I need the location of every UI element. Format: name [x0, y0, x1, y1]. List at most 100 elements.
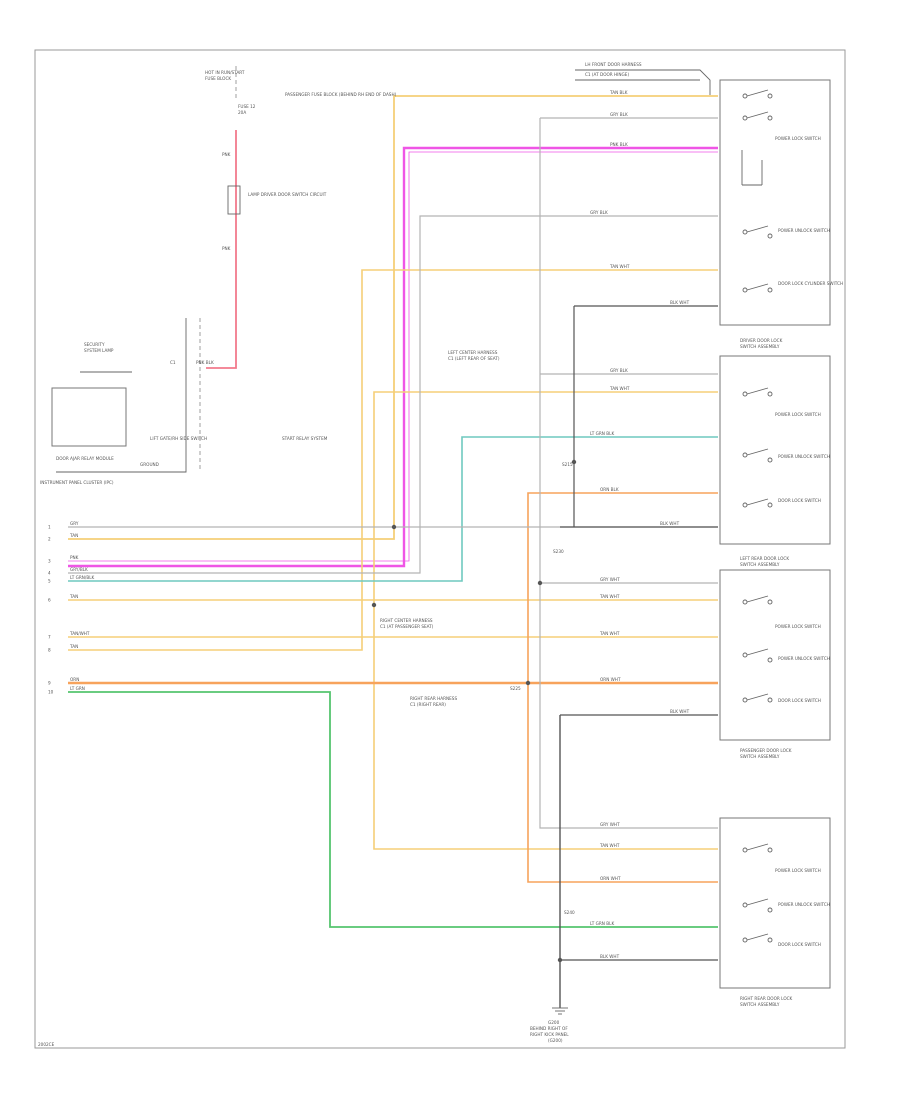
splice-label-2: S225: [510, 686, 521, 691]
wire-gry-bus: [539, 118, 718, 829]
connector-pin-color: TAN: [69, 594, 78, 599]
connector-pin-color: ORN: [70, 677, 79, 682]
switch-b-passenger: POWER UNLOCK SWITCH: [778, 656, 830, 661]
fuse-note: PASSENGER FUSE BLOCK (BEHIND RH END OF D…: [285, 92, 397, 97]
group-sublabel-right-rear: SWITCH ASSEMBLY: [740, 1002, 780, 1007]
wire-tan-pin2: [68, 95, 718, 540]
wire-tan-branch: [373, 391, 718, 605]
connector-pin-color: GRY: [70, 521, 79, 526]
group-header2-driver: C1 (AT DOOR HINGE): [585, 72, 629, 77]
connector-pin-number: 8: [48, 648, 51, 653]
group-header2-passenger: C1 (AT PASSENGER SEAT): [380, 624, 434, 629]
fuse-label: FUSE 12: [238, 104, 256, 109]
wire-code-d1: GRY BLK: [610, 112, 628, 117]
wire-code-rr4: BLK WHT: [600, 954, 620, 959]
lamp-label: LAMP DRIVER DOOR SWITCH CIRCUIT: [248, 192, 327, 197]
group-label-right-rear: RIGHT REAR DOOR LOCK: [740, 996, 793, 1001]
ground-bottom-sub: BEHIND RIGHT OF: [530, 1026, 568, 1031]
fuse-title: HOT IN RUN/START: [205, 70, 245, 75]
ipc-bracket: [56, 318, 187, 473]
connector-pin-color: TAN: [69, 533, 78, 538]
wire-code-d0: TAN BLK: [609, 90, 628, 95]
switch-box-left-rear: [719, 355, 831, 545]
ground-bottom-sub3: (G200): [548, 1038, 563, 1043]
fuse-rating: 20A: [238, 110, 246, 115]
fuse-wire-in: PNK: [222, 152, 231, 157]
diagram-frame: [34, 49, 846, 1049]
ground-bottom-label: G200: [548, 1020, 560, 1025]
group-header-left-rear: LEFT CENTER HARNESS: [448, 350, 498, 355]
switch-symbols-right-rear: [742, 843, 773, 943]
group-header-right-rear: RIGHT REAR HARNESS: [410, 696, 457, 701]
wire-code-lr1: TAN WHT: [609, 386, 630, 391]
wire-code-p0: GRY WHT: [600, 577, 620, 582]
connector-pin-number: 2: [48, 537, 51, 542]
wire-code-rr3: LT GRN BLK: [590, 921, 614, 926]
wire-a-label: PNK BLK: [196, 360, 214, 365]
switch-c-left-rear: DOOR LOCK SWITCH: [778, 498, 821, 503]
wire-ltgrn-pin10: [68, 691, 718, 928]
relay-label: DOOR AJAR RELAY MODULE: [56, 456, 114, 461]
wire-code-p1: TAN WHT: [599, 594, 620, 599]
splice-label-1: S230: [553, 549, 564, 554]
connector-pin-number: 10: [48, 690, 54, 695]
wire-pink-pin3: [68, 146, 718, 568]
wire-tan-to-rr: [373, 605, 718, 850]
connector-pin-number: 1: [48, 525, 51, 530]
wire-pink-pin3-shadow: [68, 151, 718, 562]
wire-orn-to-lr: [527, 492, 718, 683]
wire-gryblk-pin4: [68, 215, 718, 574]
connector-pin-number: 7: [48, 635, 51, 640]
ground-bottom-sub2: RIGHT KICK PANEL: [530, 1032, 569, 1037]
connector-pin-color: LT GRN: [70, 686, 85, 691]
connector-pin-color: TAN: [69, 644, 78, 649]
connector-pin-color: LT GRN/BLK: [70, 575, 95, 580]
fuse-wire-out: PNK: [222, 246, 231, 251]
ipc-junction-label: INSTRUMENT PANEL CLUSTER (IPC): [40, 480, 114, 485]
switch-c-right-rear: DOOR LOCK SWITCH: [778, 942, 821, 947]
wire-code-p3: ORN WHT: [600, 677, 621, 682]
security-lamp-box: [51, 387, 127, 447]
group-header2-right-rear: C1 (RIGHT REAR): [410, 702, 446, 707]
security-subtitle: SYSTEM LAMP: [84, 348, 114, 353]
wire-code-rr2: ORN WHT: [600, 876, 621, 881]
switch-symbols-passenger: [742, 595, 773, 703]
switch-b-left-rear: POWER UNLOCK SWITCH: [778, 454, 830, 459]
wire-code-d4: TAN WHT: [609, 264, 630, 269]
group-sublabel-passenger: SWITCH ASSEMBLY: [740, 754, 780, 759]
group-sublabel-driver: SWITCH ASSEMBLY: [740, 344, 780, 349]
splice-label-0: S215: [562, 462, 573, 467]
wire-code-lr2: LT GRN BLK: [590, 431, 614, 436]
connector-c1: C1: [170, 360, 176, 365]
wire-code-d3: GRY BLK: [590, 210, 608, 215]
connector-pin-number: 9: [48, 681, 51, 686]
splice-label-3: S240: [564, 910, 575, 915]
switch-symbols-left-rear: [742, 387, 773, 508]
group-label-driver: DRIVER DOOR LOCK: [740, 338, 783, 343]
fuse-symbol: [227, 185, 241, 215]
switch-box-passenger: [719, 569, 831, 741]
switch-a-passenger: POWER LOCK SWITCH: [775, 624, 821, 629]
switch-c-passenger: DOOR LOCK SWITCH: [778, 698, 821, 703]
wire-code-d5: BLK WHT: [670, 300, 690, 305]
wire-code-rr1: TAN WHT: [599, 843, 620, 848]
footer-code: 2002CE: [38, 1042, 55, 1047]
fuse-subtitle: FUSE BLOCK: [205, 76, 231, 81]
connector-pin-color: PNK: [70, 555, 79, 560]
connector-pin-color: TAN/WHT: [69, 631, 90, 636]
switch-a-left-rear: POWER LOCK SWITCH: [775, 412, 821, 417]
splice-dots: [371, 459, 577, 963]
wire-code-lr4: BLK WHT: [660, 521, 680, 526]
wire-code-lr3: ORN BLK: [600, 487, 619, 492]
switch-c-driver: DOOR LOCK CYLINDER SWITCH: [778, 281, 843, 286]
switch-b-right-rear: POWER UNLOCK SWITCH: [778, 902, 830, 907]
wire-pnk-fuse-feed: [206, 130, 237, 369]
ground-label: GROUND: [140, 462, 159, 467]
wire-code-d2: PNK BLK: [610, 142, 628, 147]
wire-tan-pin8: [68, 269, 718, 651]
connector-pin-number: 6: [48, 598, 51, 603]
switch-box-right-rear: [719, 817, 831, 989]
